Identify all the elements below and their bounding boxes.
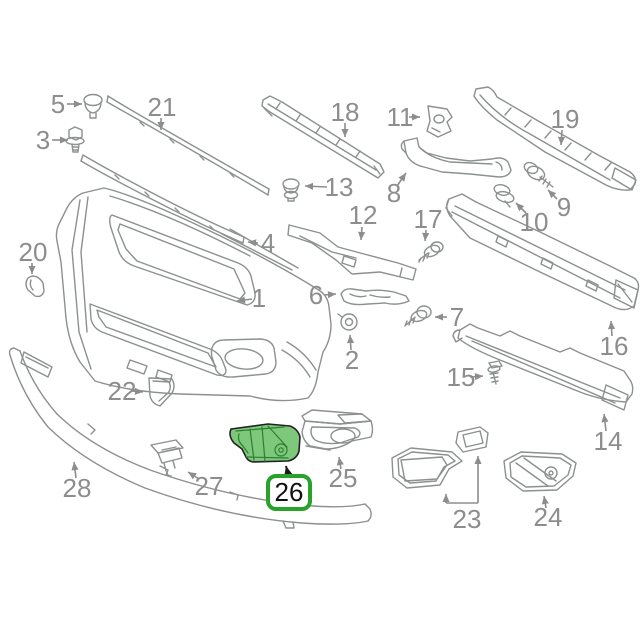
callout-6-label: 6 [309, 280, 323, 310]
part-11-bracket-drawing [426, 105, 453, 138]
callout-17-arrow [422, 229, 430, 242]
callout-16-arrow [607, 320, 616, 337]
callout-28-arrow [71, 461, 79, 479]
callout-27-arrow [187, 471, 200, 480]
callout-26-highlight-box [266, 474, 312, 511]
callout-13-label: 13 [325, 172, 354, 202]
part-26-fog-cover-highlighted-drawing [229, 423, 301, 463]
callout-20-label: 20 [19, 237, 48, 267]
callout-13-arrow [304, 182, 328, 190]
callout-10-label: 10 [520, 207, 549, 237]
part-8-headlamp-bracket-drawing [400, 137, 512, 178]
part-4-molding-strip-drawing [80, 154, 245, 244]
part-19-energy-absorber-drawing [473, 86, 637, 191]
callout-21-label: 21 [148, 92, 177, 122]
callout-14-label: 14 [594, 426, 623, 456]
callout-14-arrow [601, 413, 609, 432]
callout-12-label: 12 [349, 200, 378, 230]
part-16-bumper-beam-drawing [445, 193, 640, 311]
callout-16-label: 16 [600, 331, 629, 361]
part-12-stay-bracket-drawing [287, 224, 417, 281]
callout-19-arrow [557, 129, 566, 146]
callout-labels: 1 2 3 4 5 6 7 8 9 10 11 12 13 14 15 16 1… [19, 89, 629, 534]
part-24-fog-bezel-drawing [503, 451, 577, 492]
callout-26-arrow [284, 465, 293, 476]
callout-6-arrow [323, 291, 337, 299]
callout-22-arrow [130, 387, 144, 395]
part-2-grommet-drawing [337, 313, 358, 331]
callout-2-label: 2 [345, 345, 359, 375]
callout-4-arrow [247, 239, 259, 247]
callout-24-label: 24 [534, 502, 563, 532]
callout-1-label: 1 [252, 283, 266, 313]
callout-7-label: 7 [450, 302, 464, 332]
callout-23-label: 23 [453, 504, 482, 534]
callout-8-arrow [396, 172, 407, 187]
callout-9-label: 9 [557, 192, 571, 222]
callout-19-label: 19 [551, 104, 580, 134]
part-20-cover-cap-drawing [25, 275, 45, 298]
callout-26-highlight: 26 [266, 474, 312, 511]
callout-8-label: 8 [387, 178, 401, 208]
part-21-molding-strip-drawing [106, 95, 270, 196]
callout-25-arrow [336, 456, 344, 470]
callout-1-arrow [236, 296, 253, 304]
callout-3-label: 3 [36, 125, 50, 155]
callout-27-label: 27 [195, 471, 224, 501]
part-17-screw-drawing [418, 241, 444, 263]
callout-18-label: 18 [331, 97, 360, 127]
part-9-bolt-drawing [523, 161, 554, 188]
part-7-screw-drawing [404, 305, 432, 327]
callout-17-label: 17 [414, 204, 443, 234]
callout-26-label: 26 [275, 477, 304, 507]
part-10-clip-drawing [493, 184, 515, 208]
callout-15-arrow [469, 373, 484, 381]
part-28-lip-spoiler-drawing [8, 347, 372, 529]
part-18-retainer-rail-drawing [261, 95, 385, 179]
callout-9-arrow [547, 189, 558, 200]
part-13-clip-drawing [282, 178, 300, 202]
callout-11-label: 11 [387, 102, 414, 132]
part-5-screw-grommet-drawing [83, 93, 103, 119]
callout-24-arrow [541, 495, 549, 509]
callout-28-label: 28 [63, 473, 92, 503]
callout-arrows [28, 100, 616, 509]
callout-12-arrow [358, 226, 366, 241]
part-22-bracket-cover-drawing [148, 377, 175, 407]
callout-4-label: 4 [261, 228, 275, 258]
part-25-fog-bezel-drawing [301, 409, 374, 451]
part-3-bolt-drawing [65, 126, 85, 153]
callout-15-label: 15 [447, 362, 476, 392]
callout-2-arrow [346, 334, 355, 351]
part-14-under-cover-beam-drawing [452, 323, 634, 411]
callout-5-label: 5 [51, 89, 65, 119]
callout-10-arrow [515, 202, 527, 214]
part-6-bracket-drawing [340, 288, 410, 306]
callout-22-label: 22 [108, 376, 137, 406]
part-27-sensor-bracket-drawing [150, 439, 184, 477]
part-15-clip-drawing [487, 360, 503, 385]
callout-25-label: 25 [329, 463, 358, 493]
part-23-bumper-grille-drawing [391, 426, 489, 489]
